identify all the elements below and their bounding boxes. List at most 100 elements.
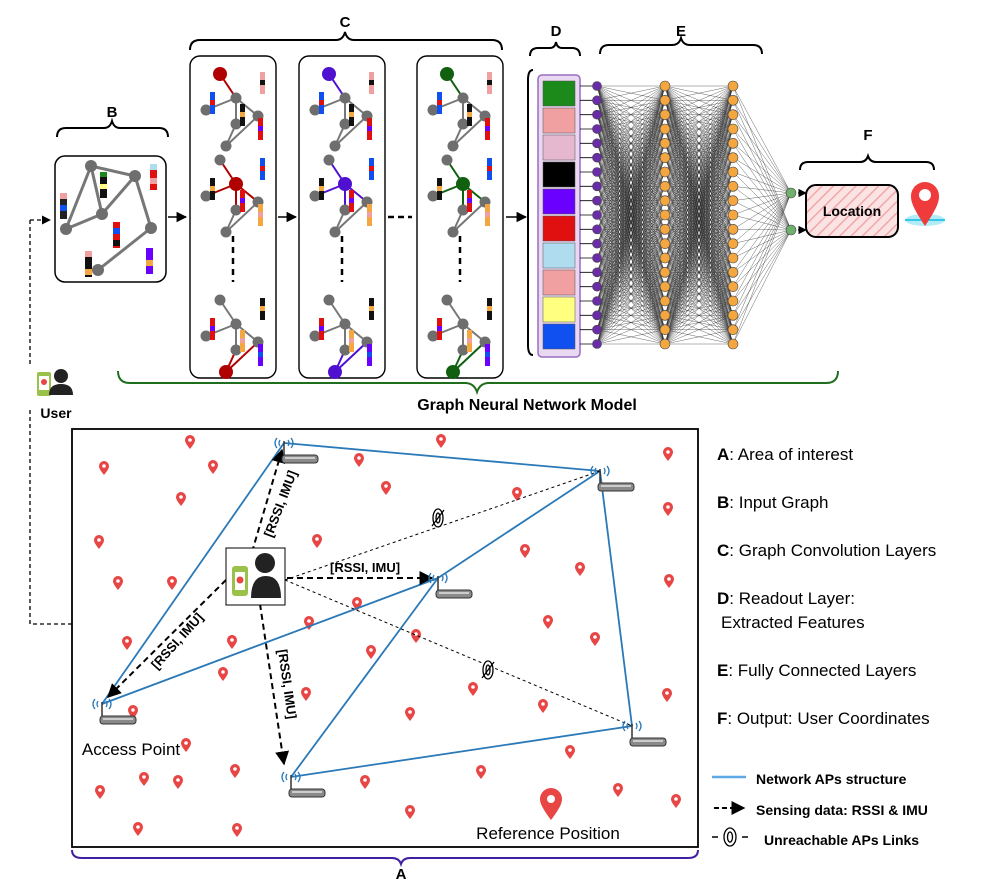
neuron (592, 253, 602, 263)
brace-b (56, 117, 169, 138)
neuron (659, 195, 671, 206)
brace-d (529, 41, 581, 57)
legend-item-7: F: Output: User Coordinates (717, 709, 930, 728)
neuron (727, 281, 739, 292)
access-point-router-icon (428, 572, 473, 599)
neuron (659, 295, 671, 307)
reference-pin-icon (301, 687, 311, 701)
reference-pin-icon (381, 481, 391, 495)
neuron (592, 152, 602, 163)
neuron (592, 95, 602, 106)
feature-cell (542, 269, 576, 296)
neuron (727, 152, 739, 163)
reference-pin-icon (99, 461, 109, 475)
neuron (592, 124, 602, 134)
reference-pin-icon (664, 574, 674, 588)
neuron (592, 324, 602, 335)
reference-pin-icon (436, 434, 446, 448)
legend-item-5: Extracted Features (721, 613, 865, 632)
network-aps-structure (101, 442, 633, 778)
label-c: C (340, 14, 351, 31)
access-point-label: Access Point (82, 740, 181, 759)
reference-pin-icon (232, 823, 242, 837)
neuron (727, 224, 739, 235)
legend-item-2: B: Input Graph (717, 493, 829, 512)
neuron (659, 252, 671, 264)
reference-pin-icon (671, 794, 681, 808)
reference-pin-icon (360, 775, 370, 789)
neuron (659, 80, 671, 92)
neuron (592, 195, 602, 206)
model-title: Graph Neural Network Model (417, 397, 637, 414)
neuron (727, 195, 739, 206)
reference-pin-icon (227, 635, 237, 649)
neuron (727, 166, 739, 178)
reference-pin-icon (613, 783, 623, 797)
reference-pin-icon (113, 576, 123, 590)
reference-pin-icon (208, 460, 218, 474)
neuron (592, 167, 602, 177)
label-f: F (863, 127, 872, 144)
reference-pin-icon (94, 535, 104, 549)
line-legend: Network APs structure Sensing data: RSSI… (712, 771, 928, 848)
neuron (727, 80, 739, 92)
no-signal-icon (712, 827, 748, 847)
neuron (592, 138, 602, 149)
no-signal-icon (431, 508, 445, 528)
user-phone-icon (37, 372, 51, 396)
neuron (727, 181, 739, 192)
neuron (592, 81, 602, 91)
output-location-label: Location (823, 203, 881, 219)
neuron (659, 224, 671, 235)
feature-cell (542, 107, 576, 134)
neuron (727, 252, 739, 264)
label-a: A (396, 866, 407, 883)
user-person-icon (49, 369, 73, 395)
sensing-data-arrows (107, 448, 434, 766)
neuron (659, 181, 671, 192)
reference-pin-icon (662, 688, 672, 702)
legend-item-4: D: Readout Layer: (717, 589, 855, 608)
neuron (727, 95, 739, 106)
reference-pin-icon (173, 775, 183, 789)
neuron (659, 166, 671, 178)
neuron (727, 324, 739, 335)
neuron (659, 209, 671, 221)
legend-item-1: A: Area of interest (717, 445, 853, 464)
neuron (592, 109, 602, 120)
neuron (727, 138, 739, 149)
reference-pin-icon (366, 645, 376, 659)
reference-pin-icon (181, 738, 191, 752)
neuron (659, 238, 671, 249)
brace-a (71, 849, 699, 868)
reference-pin-icon (520, 544, 530, 558)
feature-cell (542, 80, 576, 107)
fully-connected-layers (580, 80, 797, 350)
gnn-pipeline: B C D E F (54, 14, 945, 414)
reference-pin-icon (565, 745, 575, 759)
neuron (592, 339, 602, 349)
feature-cell (542, 323, 576, 350)
readout-layer (527, 69, 581, 358)
reference-position-pin-icon (540, 788, 562, 820)
label-e: E (676, 23, 686, 40)
access-point-router-icon (274, 437, 319, 464)
neuron (659, 123, 671, 135)
reference-pin-icon (590, 632, 600, 646)
neuron (727, 295, 739, 307)
neuron (659, 109, 671, 120)
reference-pin-icon (538, 699, 548, 713)
neuron (659, 310, 671, 321)
reference-pin-icon (95, 785, 105, 799)
legend-item-3: C: Graph Convolution Layers (717, 541, 936, 560)
reference-pin-icon (218, 667, 228, 681)
neuron (785, 187, 797, 199)
neuron (727, 109, 739, 120)
neuron (727, 267, 739, 278)
neuron (659, 281, 671, 292)
feature-cell (542, 161, 576, 188)
line-legend-label-1: Network APs structure (756, 771, 907, 787)
reference-pin-icon (663, 447, 673, 461)
graph-convolution-layers (189, 55, 504, 379)
reference-pin-icon (476, 765, 486, 779)
